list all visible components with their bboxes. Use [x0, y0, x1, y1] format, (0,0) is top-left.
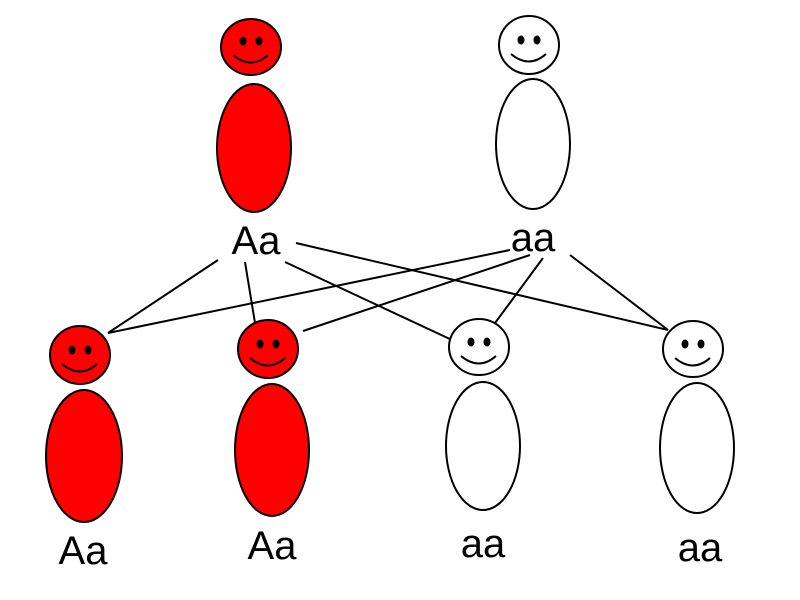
link-parent1-child2	[244, 261, 256, 324]
child-2-figure: Aa	[234, 319, 310, 568]
parent-1-smiley-face-icon	[220, 18, 282, 76]
parent-2-body	[495, 78, 571, 210]
child-3-genotype: aa	[461, 522, 506, 566]
parent-1-body	[216, 83, 292, 213]
parent-2-smiley-face-icon	[498, 15, 560, 75]
child-3-smiley-face-icon	[448, 318, 510, 376]
child-3-body	[445, 381, 521, 511]
link-parent2-child2	[302, 254, 531, 332]
link-parent1-child3	[284, 261, 453, 341]
parent-1-genotype: Aa	[232, 219, 282, 263]
child-1-figure: Aa	[45, 325, 123, 573]
parent-1-figure: Aa	[216, 18, 292, 263]
child-4-smiley-face-icon	[662, 320, 724, 378]
child-4-genotype: aa	[678, 526, 723, 570]
child-2-body	[234, 383, 310, 517]
child-1-body	[45, 389, 123, 523]
child-2-smiley-face-icon	[237, 319, 299, 379]
link-parent2-child3	[494, 257, 544, 324]
parent-2-figure: aa	[495, 15, 571, 260]
child-3-figure: aa	[445, 318, 521, 566]
child-4-figure: aa	[659, 320, 735, 570]
child-1-smiley-face-icon	[49, 325, 111, 385]
parent-2-genotype: aa	[511, 216, 556, 260]
child-4-body	[659, 382, 735, 514]
link-parent1-child1	[107, 259, 219, 334]
child-1-genotype: Aa	[59, 529, 109, 573]
link-parent1-child4	[295, 242, 669, 331]
link-parent2-child4	[569, 254, 669, 331]
child-2-genotype: Aa	[248, 524, 298, 568]
link-parent2-child1	[107, 249, 511, 334]
connection-lines	[107, 242, 669, 341]
